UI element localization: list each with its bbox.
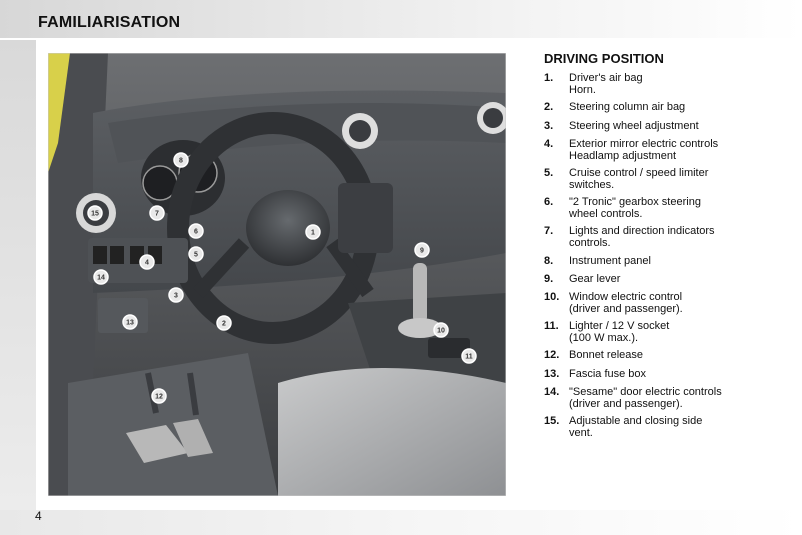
svg-text:12: 12 bbox=[155, 394, 163, 401]
svg-text:15: 15 bbox=[91, 211, 99, 218]
callout-14: 14 bbox=[93, 269, 109, 285]
callout-2: 2 bbox=[216, 315, 232, 331]
footer-band bbox=[0, 510, 802, 535]
callout-3: 3 bbox=[168, 287, 184, 303]
callout-13: 13 bbox=[122, 314, 138, 330]
callout-8: 8 bbox=[173, 152, 189, 168]
callout-11: 11 bbox=[461, 348, 477, 364]
svg-text:8: 8 bbox=[179, 158, 183, 165]
svg-text:5: 5 bbox=[194, 252, 198, 259]
svg-text:11: 11 bbox=[465, 354, 473, 361]
svg-text:3: 3 bbox=[174, 293, 178, 300]
svg-text:13: 13 bbox=[126, 320, 134, 327]
dashboard-illustration: 1 2 3 4 5 6 7 8 9 10 11 12 13 14 15 bbox=[48, 53, 506, 496]
svg-text:4: 4 bbox=[145, 260, 149, 267]
callout-10: 10 bbox=[433, 322, 449, 338]
svg-text:6: 6 bbox=[194, 229, 198, 236]
svg-text:14: 14 bbox=[97, 275, 105, 282]
page-number: 4 bbox=[35, 509, 42, 523]
callout-5: 5 bbox=[188, 246, 204, 262]
svg-text:7: 7 bbox=[155, 211, 159, 218]
callout-7: 7 bbox=[149, 205, 165, 221]
callout-6: 6 bbox=[188, 223, 204, 239]
header-band bbox=[0, 0, 802, 38]
callout-12: 12 bbox=[151, 388, 167, 404]
callout-4: 4 bbox=[139, 254, 155, 270]
callout-15: 15 bbox=[87, 205, 103, 221]
svg-text:9: 9 bbox=[420, 248, 424, 255]
section-title: DRIVING POSITION bbox=[544, 51, 664, 66]
callout-9: 9 bbox=[414, 242, 430, 258]
svg-text:1: 1 bbox=[311, 230, 315, 237]
page-title: FAMILIARISATION bbox=[38, 14, 181, 31]
svg-text:10: 10 bbox=[437, 328, 445, 335]
svg-text:2: 2 bbox=[222, 321, 226, 328]
callout-1: 1 bbox=[305, 224, 321, 240]
left-edge-band bbox=[0, 40, 36, 510]
